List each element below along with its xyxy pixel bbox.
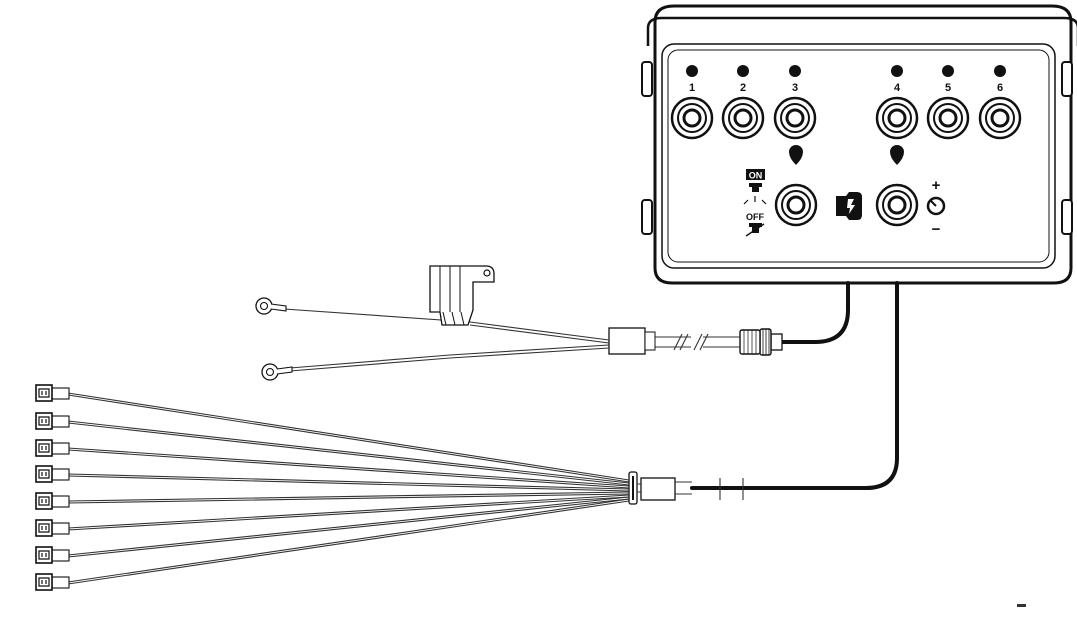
ring-terminal-upper [255, 297, 287, 315]
off-lamp-slash [745, 223, 765, 237]
dial-pointer [930, 200, 937, 207]
spade-connector-5 [35, 492, 70, 510]
output-cable-thick [690, 281, 899, 490]
brightness-switch-indicator-led [890, 145, 904, 165]
power-cable-thick [780, 281, 850, 344]
minus-label: − [932, 221, 941, 238]
plus-label: + [932, 177, 941, 194]
output-wire-8 [67, 498, 630, 583]
output-wire-1 [67, 392, 630, 481]
switch-1[interactable]: 1 [670, 65, 714, 140]
switch-5-button [938, 108, 958, 128]
spade-connector-6 [35, 519, 70, 537]
lamp-on-off-icon: ON OFF [743, 169, 767, 237]
output-wire-6 [67, 494, 630, 529]
switch-6-label: 6 [997, 82, 1003, 94]
brightness-switch-button [887, 195, 907, 215]
switch-1-indicator-led [686, 65, 698, 77]
controller-side-tab-left-top [641, 61, 653, 97]
ring-terminal-lower [261, 363, 293, 381]
switch-6-button [990, 108, 1010, 128]
output-wire-bundle [67, 392, 630, 585]
off-lamp-glyph [749, 223, 762, 233]
fuse-holder [429, 265, 495, 326]
lead-lower-return [289, 347, 610, 372]
output-cable-sleeve [640, 477, 676, 501]
power-cable-outer [655, 336, 740, 348]
switch-2-button [733, 108, 753, 128]
controller-side-tab-left-bottom [641, 199, 653, 235]
spade-connector-3 [35, 439, 70, 457]
switch-4-indicator-led [891, 65, 903, 77]
power-cable-connector [739, 328, 783, 356]
switch-5-indicator-led [942, 65, 954, 77]
switch-3[interactable]: 3 [773, 65, 817, 140]
controller-side-tab-right-top [1061, 61, 1073, 97]
spade-connector-1 [35, 384, 70, 402]
switch-3-button [785, 108, 805, 128]
master-on-off-switch[interactable] [774, 145, 818, 227]
switch-6-indicator-led [994, 65, 1006, 77]
lead-upper-return [469, 324, 610, 344]
on-lamp-rays [743, 196, 767, 205]
on-label: ON [749, 171, 763, 181]
power-cable-splitter [608, 327, 646, 355]
controller-face-frame [661, 43, 1056, 269]
switch-4[interactable]: 4 [875, 65, 919, 140]
power-leads [255, 265, 610, 381]
output-cable-break-mark [719, 478, 744, 500]
spade-connector-2 [35, 412, 70, 430]
switch-1-label: 1 [689, 82, 695, 94]
switch-6[interactable]: 6 [978, 65, 1022, 140]
switch-2-indicator-led [737, 65, 749, 77]
off-label: OFF [746, 212, 764, 222]
power-cable [608, 281, 850, 356]
master-switch-indicator-led [789, 145, 803, 165]
spade-connector-7 [35, 546, 70, 564]
output-wire-7 [67, 496, 630, 556]
output-cable [628, 281, 899, 505]
connector-icon [836, 192, 862, 220]
output-wire-3 [67, 447, 630, 487]
output-wire-2 [67, 420, 630, 484]
switch-4-button [887, 108, 907, 128]
controller-face-panel [667, 49, 1050, 263]
power-cable-break-mark [673, 333, 709, 351]
lead-upper [283, 308, 610, 341]
switch-5[interactable]: 5 [926, 65, 970, 140]
switch-1-button [682, 108, 702, 128]
switch-2[interactable]: 2 [721, 65, 765, 140]
switch-3-indicator-led [789, 65, 801, 77]
switch-controller: 1 2 3 4 5 [641, 4, 1077, 285]
controller-top-ridge [646, 16, 1077, 46]
lead-lower [289, 344, 610, 369]
switch-5-label: 5 [945, 82, 951, 94]
on-label-badge [746, 169, 765, 180]
spade-connector-8 [35, 573, 70, 591]
spade-connector-4 [35, 465, 70, 483]
on-lamp-glyph [749, 183, 762, 192]
brightness-dial-icon: + − [926, 177, 946, 238]
switch-2-label: 2 [740, 82, 746, 94]
output-wire-5 [67, 491, 630, 502]
output-grommet [628, 471, 641, 505]
corner-mark [1017, 604, 1026, 607]
brightness-switch[interactable] [875, 145, 919, 227]
switch-3-label: 3 [792, 82, 798, 94]
output-wire-4 [67, 473, 630, 490]
controller-side-tab-right-bottom [1061, 199, 1073, 235]
switch-4-label: 4 [894, 82, 901, 94]
master-switch-button [786, 195, 806, 215]
